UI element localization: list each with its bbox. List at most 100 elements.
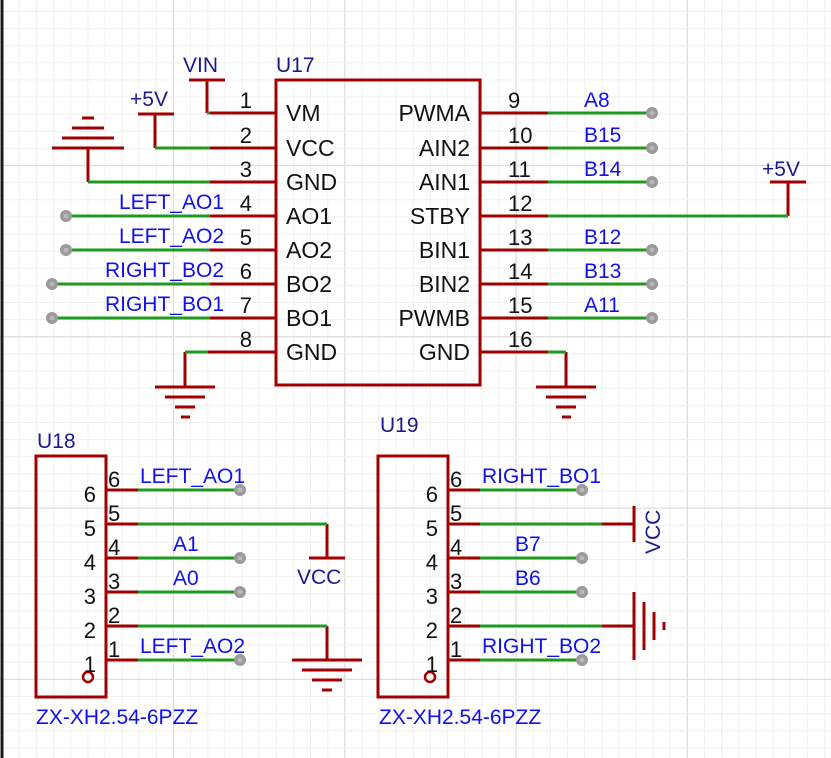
u17-pin-7[interactable]: 7 BO1 xyxy=(208,293,332,331)
net-label-b13[interactable]: B13 xyxy=(548,260,658,290)
pin-number-inner: 6 xyxy=(426,482,438,507)
net-label-left-ao1[interactable]: LEFT_AO1 xyxy=(60,191,224,222)
p5v-right-label: +5V xyxy=(762,158,800,181)
u17-pin-4[interactable]: 4 AO1 xyxy=(208,191,332,229)
u17-pin-5[interactable]: 5 AO2 xyxy=(208,225,332,263)
p5v-right-power-port[interactable]: +5V xyxy=(762,158,806,216)
pin-number-inner: 3 xyxy=(426,584,438,609)
net-label-b12[interactable]: B12 xyxy=(548,226,658,256)
net-port-dot[interactable] xyxy=(646,107,658,119)
pin-name: AO2 xyxy=(286,237,332,263)
u17-body[interactable] xyxy=(274,78,482,387)
pin-number-outer: 6 xyxy=(450,467,462,492)
net-port-dot[interactable] xyxy=(646,142,658,154)
net-port-dot[interactable] xyxy=(576,552,588,564)
p5v-left-power-port[interactable]: +5V xyxy=(130,88,174,148)
net-port-dot[interactable] xyxy=(576,654,588,666)
net-port-dot[interactable] xyxy=(46,312,58,324)
u17-pin-16[interactable]: 16 GND xyxy=(419,327,548,365)
net-port-dot[interactable] xyxy=(646,278,658,290)
pin-name: BO1 xyxy=(286,305,332,331)
net-label-text: A1 xyxy=(173,533,199,556)
pin-name: VM xyxy=(286,100,321,126)
net-port-dot[interactable] xyxy=(576,484,588,496)
pin-number-outer: 2 xyxy=(108,603,120,628)
net-label-text: RIGHT_BO2 xyxy=(482,635,601,658)
pin-number: 8 xyxy=(240,327,252,352)
net-label-left-ao2[interactable]: LEFT_AO2 xyxy=(60,225,224,256)
net-port-dot[interactable] xyxy=(60,244,72,256)
pin-number-inner: 4 xyxy=(84,550,96,575)
net-label-b14[interactable]: B14 xyxy=(548,158,658,188)
pin-name: GND xyxy=(419,339,470,365)
net-port-dot[interactable] xyxy=(234,586,246,598)
net-port-dot[interactable] xyxy=(60,210,72,222)
pin-number-outer: 6 xyxy=(108,467,120,492)
pin-number-inner: 6 xyxy=(84,482,96,507)
u18-pin-2[interactable]: 22 xyxy=(84,603,240,643)
pin-number: 9 xyxy=(508,88,520,113)
pin-number: 5 xyxy=(240,225,252,250)
u19-vcc-label: VCC xyxy=(642,510,665,554)
pin-number: 7 xyxy=(240,293,252,318)
u18-designator: U18 xyxy=(37,430,76,453)
pin-number: 16 xyxy=(508,327,532,352)
net-port-dot[interactable] xyxy=(234,654,246,666)
net-label-right-bo1[interactable]: RIGHT_BO1 xyxy=(46,293,224,324)
net-label-a11[interactable]: A11 xyxy=(548,294,658,324)
pin-name: AIN1 xyxy=(419,169,470,195)
u19-vcc-power-port[interactable]: VCC xyxy=(602,506,665,554)
u19-body[interactable] xyxy=(376,454,450,699)
pin-number-outer: 1 xyxy=(108,637,120,662)
net-port-dot[interactable] xyxy=(234,484,246,496)
net-port-dot[interactable] xyxy=(46,278,58,290)
pin-number: 14 xyxy=(508,259,532,284)
u18-vcc-power-port[interactable]: VCC xyxy=(297,524,345,589)
net-port-dot[interactable] xyxy=(646,312,658,324)
net-label-text: B13 xyxy=(584,260,621,283)
pin-name: PWMB xyxy=(398,305,470,331)
vin-power-port[interactable]: VIN xyxy=(183,54,225,113)
net-label-a8[interactable]: A8 xyxy=(548,89,658,119)
net-port-dot[interactable] xyxy=(646,244,658,256)
net-label-b15[interactable]: B15 xyxy=(548,124,658,154)
net-port-dot[interactable] xyxy=(646,176,658,188)
u18-pin-5[interactable]: 55 xyxy=(84,501,240,541)
net-port-dot[interactable] xyxy=(576,586,588,598)
net-label-right-bo2[interactable]: RIGHT_BO2 xyxy=(46,259,224,290)
pin-number-inner: 4 xyxy=(426,550,438,575)
net-port-dot[interactable] xyxy=(234,552,246,564)
u19-pin-2[interactable]: 22 xyxy=(426,603,582,643)
pin-number-outer: 2 xyxy=(450,603,462,628)
pin-name: AO1 xyxy=(286,203,332,229)
u19-pin-5[interactable]: 55 xyxy=(426,501,582,541)
u18-body[interactable] xyxy=(34,454,108,699)
pin-number: 4 xyxy=(240,191,252,216)
u18-vcc-label: VCC xyxy=(297,566,341,589)
